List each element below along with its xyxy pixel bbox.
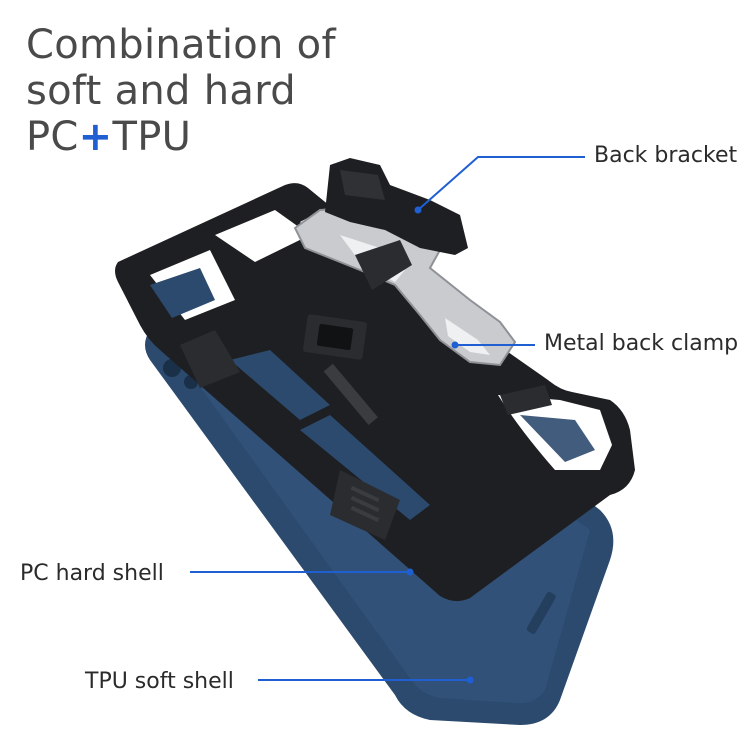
pc-hard-shell <box>115 183 635 602</box>
back-bracket-label: Back bracket <box>594 143 738 168</box>
callout-lines <box>190 156 585 684</box>
headline-line-1: Combination of <box>26 22 336 68</box>
pc-hard-shell-label: PC hard shell <box>20 561 164 586</box>
headline-tpu: TPU <box>112 114 192 160</box>
tpu-soft-shell-label: TPU soft shell <box>85 669 234 694</box>
headline-plus: + <box>78 114 113 160</box>
headline-line-3: PC+TPU <box>26 114 336 160</box>
metal-back-clamp-label: Metal back clamp <box>544 331 739 356</box>
headline-pc: PC <box>26 114 79 160</box>
back-bracket <box>325 158 468 255</box>
back-bracket-leader <box>417 156 585 211</box>
headline-line-2: soft and hard <box>26 68 296 114</box>
headline: Combination of soft and hard PC+TPU <box>26 22 336 160</box>
